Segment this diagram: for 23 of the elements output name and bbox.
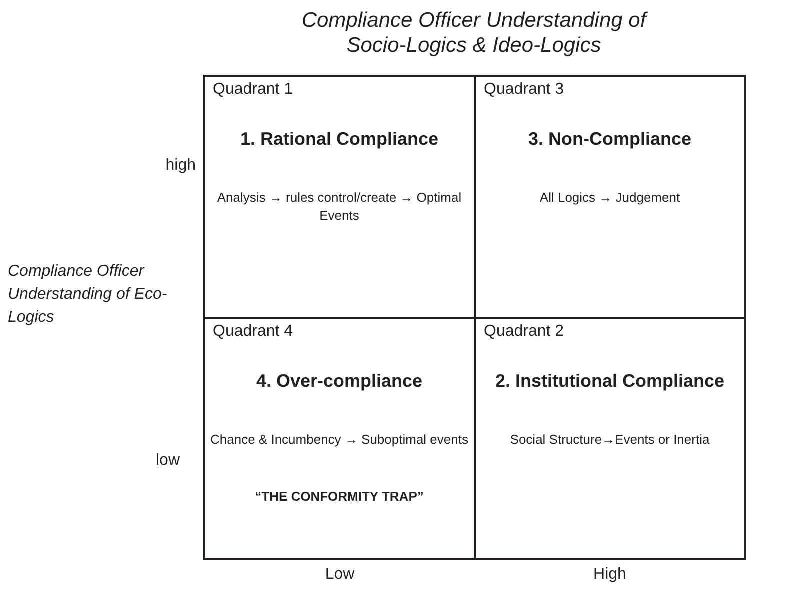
axis-tick-label: High	[592, 566, 628, 584]
axis-tick-label: high	[164, 157, 196, 175]
quadrant-description: Social Structure→Events or Inertia	[509, 431, 711, 449]
axis-title: Compliance Officer Understanding of Eco-Logics	[8, 262, 168, 328]
quadrant-heading: 3. Non-Compliance	[527, 129, 693, 150]
quadrant-description: Chance & Incumbency → Suboptimal events	[210, 431, 470, 449]
quadrant-heading: 1. Rational Compliance	[239, 129, 440, 150]
quadrant-box	[474, 75, 746, 319]
quadrant-label: Quadrant 2	[484, 323, 564, 341]
quadrant-description: All Logics → Judgement	[538, 189, 682, 207]
quadrant-label: Quadrant 4	[213, 323, 294, 341]
quadrant-heading: 4. Over-compliance	[255, 371, 424, 392]
quadrant-label: Quadrant 1	[213, 81, 294, 99]
quadrant-note: “THE CONFORMITY TRAP”	[254, 489, 425, 504]
axis-title: Compliance Officer Understanding of Socio-Logics & Ideo-Logics	[300, 8, 649, 58]
quadrant-heading: 2. Institutional Compliance	[494, 371, 726, 392]
quadrant-label: Quadrant 3	[484, 81, 564, 99]
quadrant-description: Analysis → rules control/create → Optimal Events	[216, 189, 463, 225]
quadrant-box	[474, 317, 746, 560]
quadrant-box	[203, 317, 476, 560]
axis-tick-label: Low	[324, 566, 356, 584]
axis-tick-label: low	[154, 452, 180, 470]
quadrant-box	[203, 75, 476, 319]
